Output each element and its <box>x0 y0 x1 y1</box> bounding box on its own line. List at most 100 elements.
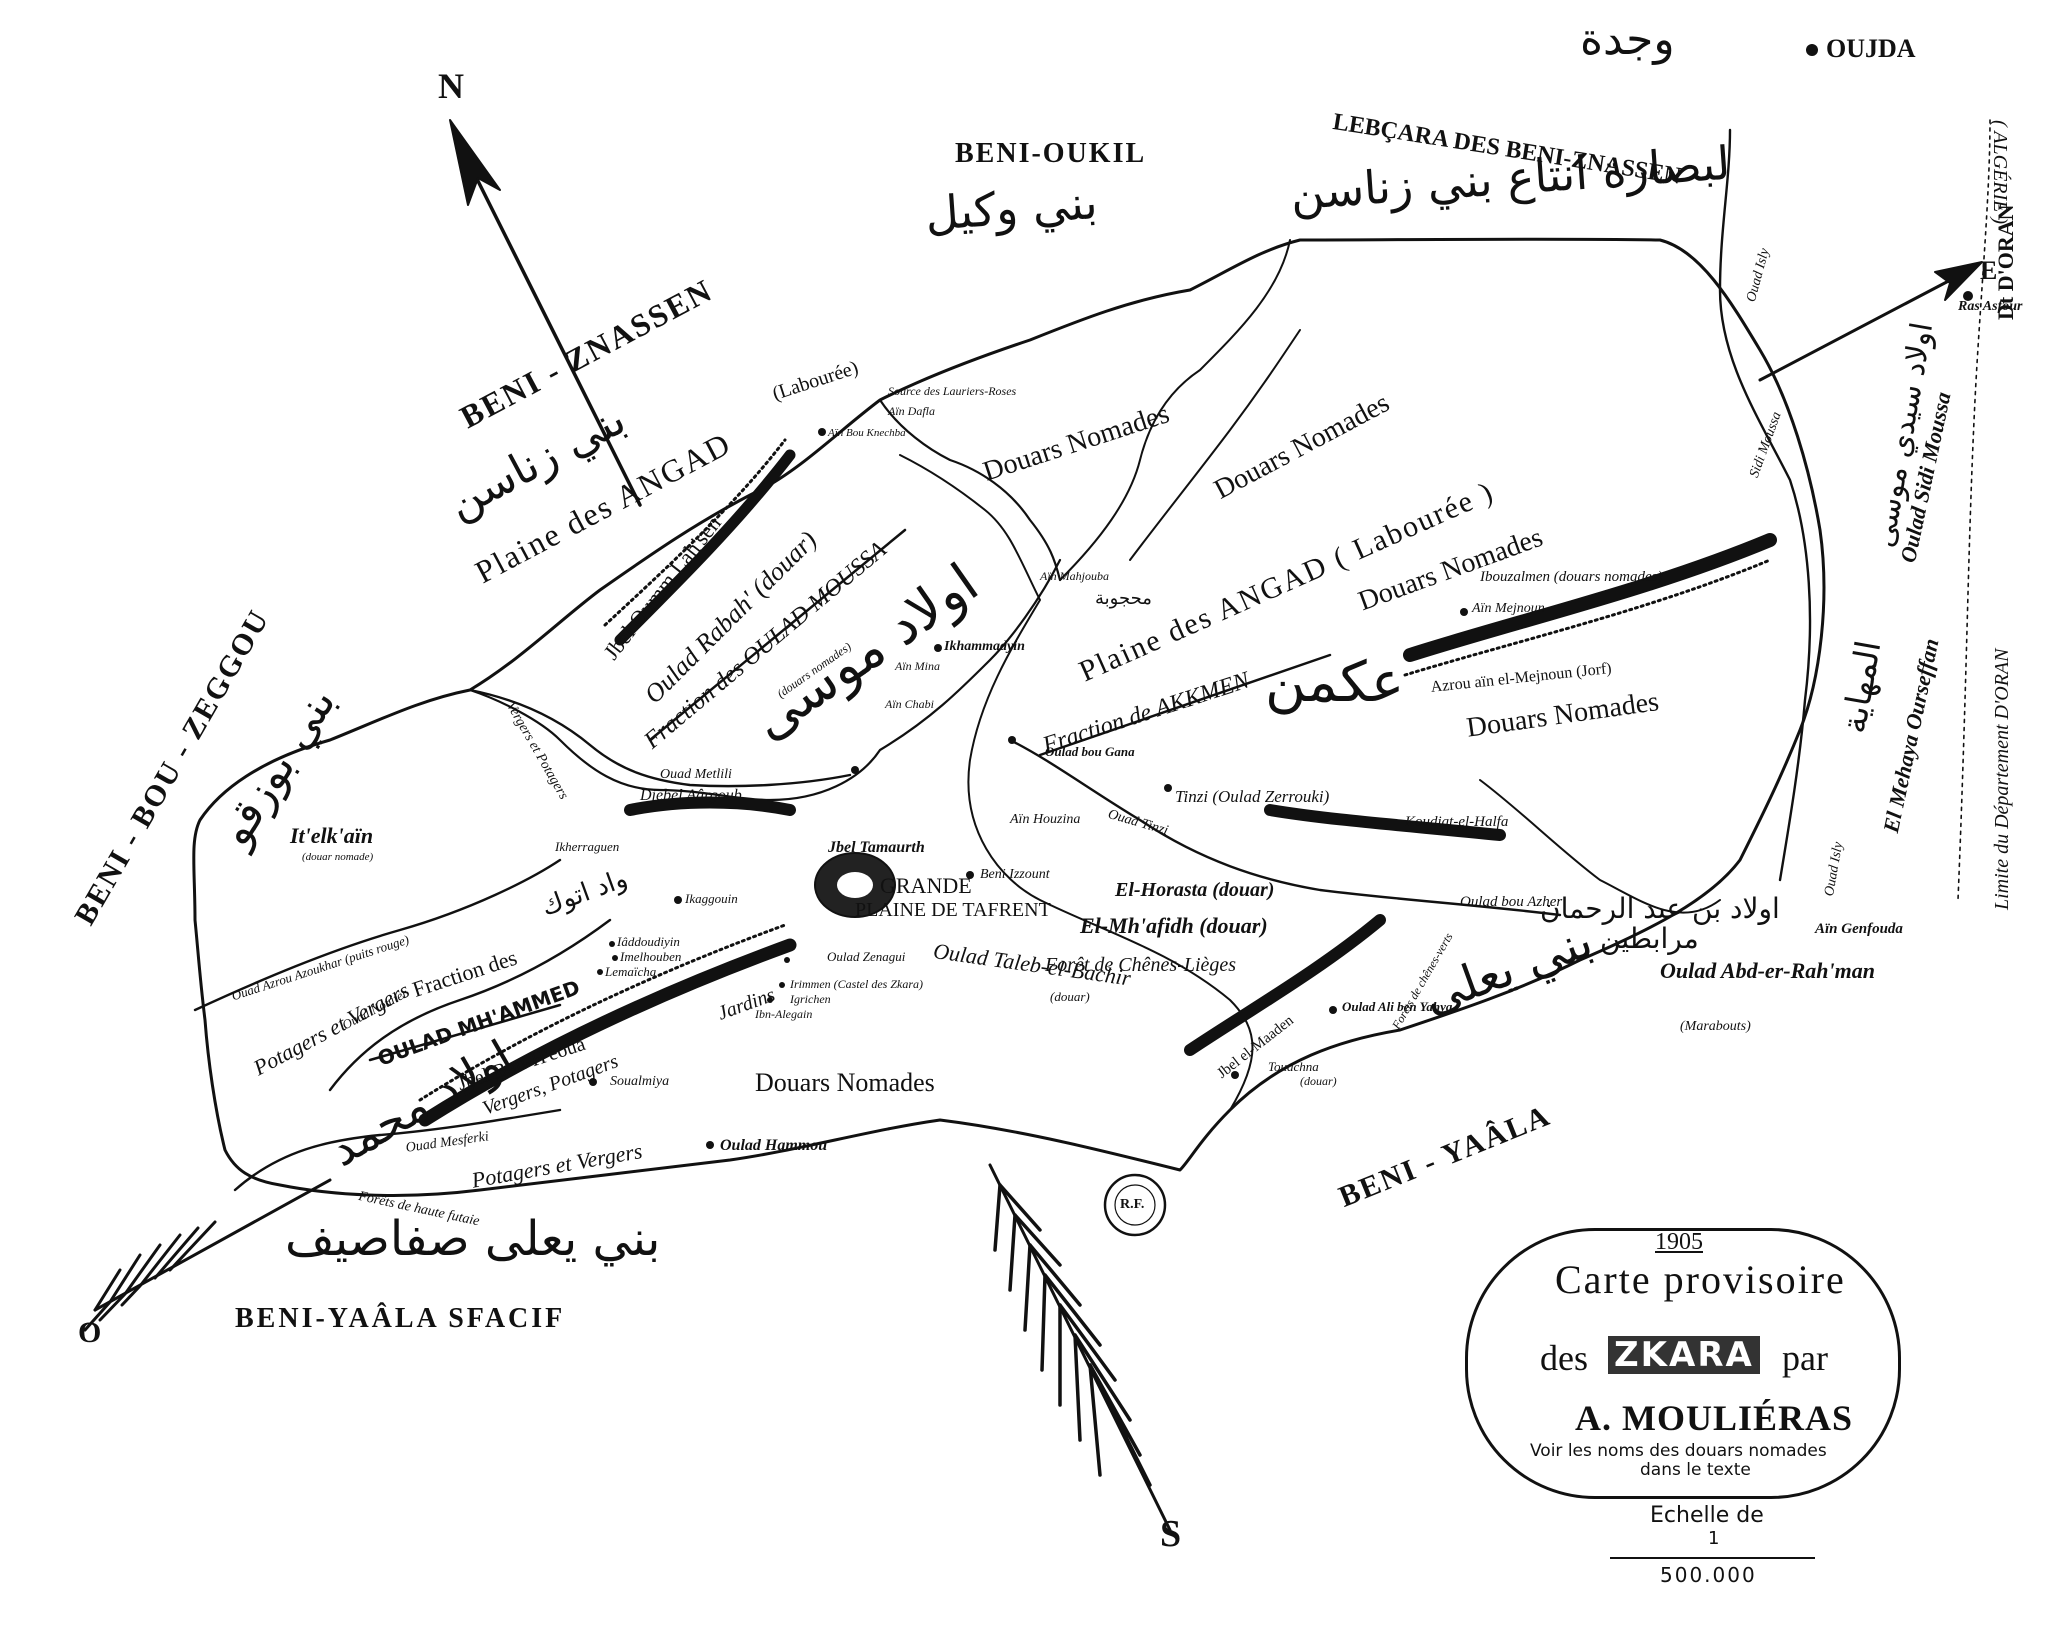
grande-label: GRANDE <box>880 873 972 898</box>
west-label: O <box>78 1316 102 1349</box>
jbel-tamaurth-label: Jbel Tamaurth <box>828 839 925 856</box>
oulad-zenagui-label: Oulad Zenagui <box>827 949 906 964</box>
north-label: N <box>438 66 464 106</box>
tinzi-label: Tinzi (Oulad Zerrouki) <box>1175 787 1330 806</box>
oulad-ben-abd-arabic: اولاد بن عبد الرحمان <box>1540 892 1780 925</box>
oujda-label: OUJDA <box>1826 34 1916 63</box>
south-arrow-shaft <box>988 1163 1172 1532</box>
akkmen-arabic: عكمن <box>1265 650 1405 715</box>
east-arrow-head <box>1934 261 1983 301</box>
north-arrow-head <box>449 119 501 206</box>
el-mhafidh-label: El-Mh'afidh (douar) <box>1080 913 1268 938</box>
lemaicha-label: Lemaïcha <box>605 964 657 979</box>
cartouche-zkara: ZKARA <box>1608 1336 1760 1374</box>
beni-izzount-label: Beni Izzount <box>980 867 1050 882</box>
soualmiya-label: Soualmiya <box>610 1074 670 1089</box>
south-arrow-feathers <box>993 1183 1152 1487</box>
koudiat-label: Koudiat-el-Halfa <box>1405 814 1509 830</box>
stamp-circle <box>1103 1173 1167 1237</box>
oulad-bou-gana-label: Oulad bou Gana <box>1045 744 1135 759</box>
ain-genfouda-label: Aïn Genfouda <box>1815 921 1903 937</box>
oulad-bou-azher-label: Oulad bou Azher <box>1460 894 1563 910</box>
oulad-hammou-label: Oulad Hammou <box>720 1137 828 1154</box>
inner-boundary-east-2 <box>1129 329 1301 561</box>
cartouche-note-2: dans le texte <box>1640 1460 1751 1480</box>
oulad-ali-label: Oulad Ali ben Yahya <box>1342 999 1453 1014</box>
title-cartouche <box>1465 1228 1901 1499</box>
ain-mahjouba-label: Aïn Mahjouba <box>1040 569 1109 583</box>
irimmen-label: Irimmen (Castel des Zkara) <box>790 977 923 991</box>
ikaggouin-label: Ikaggouin <box>685 891 738 906</box>
ikhammadyin-label: Ikhammadyin <box>944 639 1025 654</box>
ras-asfour-label: Ras Asfour <box>1958 299 2023 314</box>
ridge-ibouzalmen <box>1403 533 1777 662</box>
el-horasta-label: El-Horasta (douar) <box>1115 879 1275 901</box>
ain-bou-knechba-label: Aïn Bou Knechba <box>828 427 906 439</box>
west-arrow-shaft <box>93 1178 332 1312</box>
cartouche-par: par <box>1782 1338 1828 1378</box>
scale-denominator: 500.000 <box>1660 1563 1757 1587</box>
north-arrow-shaft <box>468 163 642 507</box>
inner-boundary-west <box>468 558 1062 802</box>
cartouche-title: Carte provisoire <box>1555 1257 1846 1302</box>
igrichen-label: Igrichen <box>790 992 831 1006</box>
inner-boundary-south <box>1479 779 1721 914</box>
river-isly <box>1718 128 1812 882</box>
department-limit-label: Limite du Département D'ORAN <box>1991 648 2013 910</box>
iaddoudiyin-label: Iâddoudiyin <box>617 934 680 949</box>
oulad-taleb-douar-label: (douar) <box>1050 989 1090 1004</box>
itelkhain-label: It'elk'aïn <box>290 823 374 848</box>
stamp-label: R.F. <box>1120 1197 1145 1212</box>
source-label: Source des Lauriers-Roses <box>888 384 1017 398</box>
oulad-abd-label: Oulad Abd-er-Rah'man <box>1660 958 1875 983</box>
river-mesferki <box>233 1108 562 1192</box>
beni-yaala-sfacif-arabic: بني يعلى صفاصيف <box>285 1211 661 1267</box>
beni-oukil-arabic: بني وكيل <box>923 175 1100 241</box>
west-arrow-feathers <box>83 1220 217 1332</box>
ridge-aargoub <box>624 796 796 816</box>
marabouts-label: (Marabouts) <box>1680 1019 1751 1034</box>
ain-mina-label: Aïn Mina <box>895 659 940 673</box>
east-label: E <box>1980 256 1998 285</box>
marabtin-arabic: مرابطين <box>1600 922 1699 955</box>
ibouzalmen-label: Ibouzalmen (douars nomades) <box>1480 569 1663 585</box>
cartouche-author: A. MOULIÉRAS <box>1575 1398 1854 1438</box>
ridge-tinzi <box>1264 804 1506 841</box>
region-boundary <box>192 237 1826 1197</box>
river-nouiter <box>328 918 612 1092</box>
scale-numerator: 1 <box>1708 1528 1720 1549</box>
cartouche-des: des <box>1540 1338 1588 1378</box>
east-arrow-shaft <box>1758 273 1962 382</box>
oujda-arabic: وجدة <box>1580 14 1675 65</box>
djebel-aargoub-label: Djebel Aârgoub <box>640 787 742 804</box>
mahjouba-arabic: محجوبة <box>1095 588 1152 609</box>
inner-boundary-north <box>878 398 1062 582</box>
plaine-tafrent-label: PLAINE DE TAFRENT <box>855 899 1051 921</box>
douars-nomades-center-label: Douars Nomades <box>755 1068 935 1097</box>
ridge-ibouzalmen-hatch <box>1403 558 1772 677</box>
ouad-metlili-label: Ouad Metlili <box>660 767 732 782</box>
ridge-oumm-lahsen-hatch <box>603 438 787 627</box>
beni-oukil-label: BENI-OUKIL <box>955 138 1147 169</box>
ikherraguen-label: Ikherraguen <box>555 839 620 854</box>
ain-dafla-label: Aïn Dafla <box>888 404 935 418</box>
douar-nomade-label: (douar nomade) <box>302 851 374 863</box>
department-limit <box>1957 119 1991 901</box>
ain-chabi-label: Aïn Chabi <box>885 697 935 711</box>
ridge-maaden <box>1184 914 1386 1056</box>
beni-yaala-sfacif-label: BENI-YAÂLA SFACIF <box>235 1303 566 1334</box>
south-label: S <box>1160 1513 1182 1555</box>
river-azrou <box>193 858 562 1012</box>
imelhouben-label: Imelhouben <box>620 949 682 964</box>
cartouche-note-1: Voir les noms des douars nomades <box>1530 1441 1827 1461</box>
touachna-douar-label: (douar) <box>1300 1074 1337 1088</box>
ain-houzina-label: Aïn Houzina <box>1010 812 1081 827</box>
scale-label: Echelle de <box>1650 1503 1764 1528</box>
foret-chenes-label: Forêt de Chênes-Lièges <box>1045 954 1237 976</box>
ridge-oumm-lahsen <box>614 449 796 646</box>
touachna-label: Touachna <box>1268 1059 1319 1074</box>
river-tinzi <box>1008 738 1562 917</box>
scale-fraction-bar <box>1610 1557 1815 1559</box>
ridge-bou-heoua <box>418 938 797 1127</box>
